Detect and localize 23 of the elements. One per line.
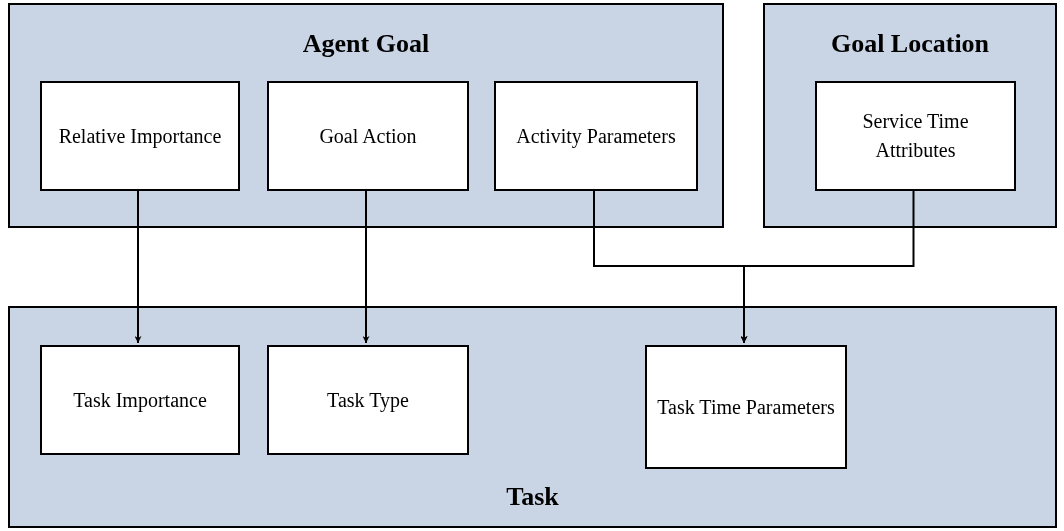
arrow: [134, 188, 142, 344]
group-title: Goal Location: [829, 31, 991, 57]
group-title: Task: [505, 484, 560, 510]
group-title: Agent Goal: [301, 31, 431, 57]
arrow: [362, 188, 370, 344]
attribute-box: [815, 81, 1016, 191]
attribute-label: Service Time Attributes: [861, 109, 970, 163]
attribute-box: [40, 81, 240, 191]
attribute-label: Task Importance: [73, 387, 207, 414]
attribute-label: Relative Importance: [58, 123, 222, 150]
attribute-label: Task Type: [327, 387, 409, 414]
group-panel: [8, 306, 1057, 528]
attribute-box: [267, 345, 469, 455]
attribute-box: [40, 345, 240, 455]
attribute-box: [267, 81, 469, 191]
group-panel: [763, 3, 1057, 228]
attribute-box: [645, 345, 847, 469]
arrow: [740, 188, 915, 344]
attribute-label: Goal Action: [319, 123, 417, 149]
attribute-box: [494, 81, 698, 191]
attribute-label: Task Time Parameters: [657, 394, 835, 420]
group-panel: [8, 3, 724, 228]
attribute-label: Activity Parameters: [516, 123, 676, 150]
